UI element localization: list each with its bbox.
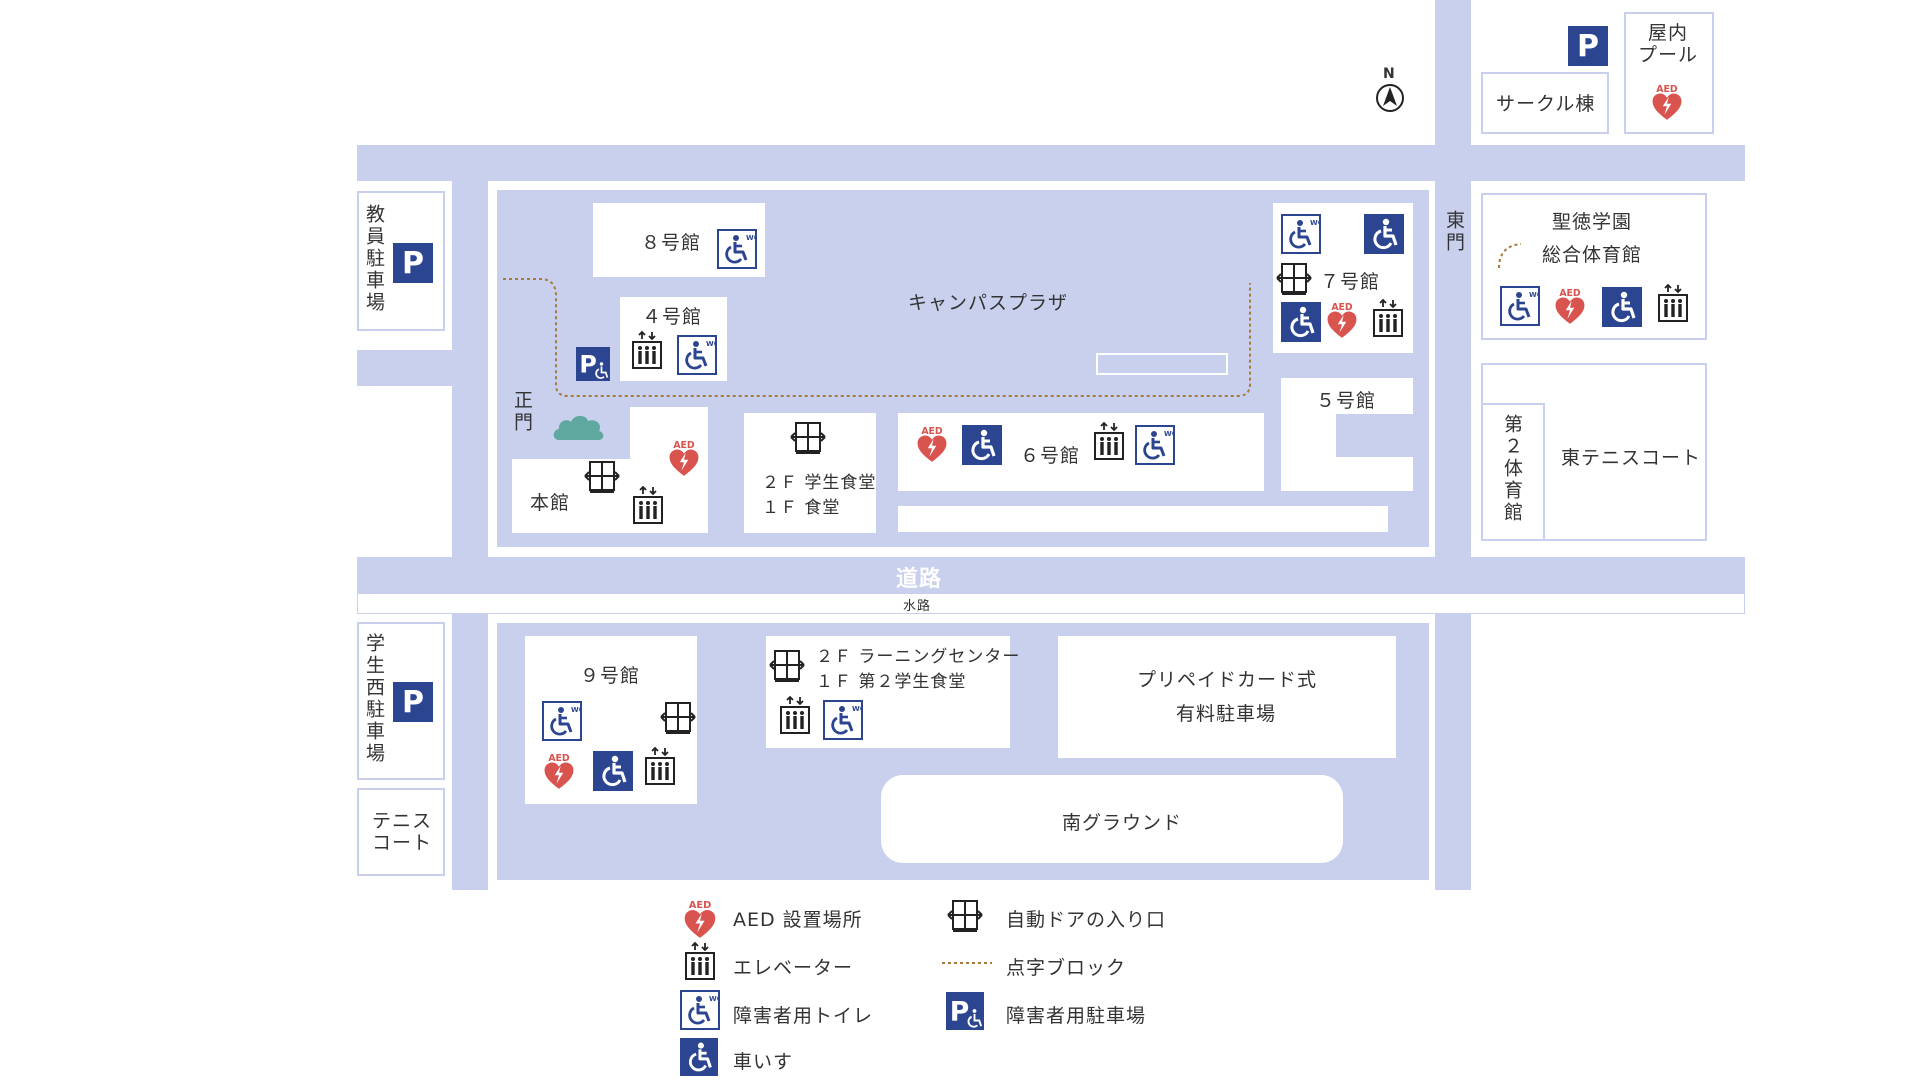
wheelchair-icon <box>962 425 1002 465</box>
accessible-toilet-icon <box>542 701 582 741</box>
waterway <box>357 593 1745 614</box>
building-7-label: ７号館 <box>1320 271 1381 293</box>
wheelchair-icon <box>1364 214 1404 254</box>
auto-door-icon <box>1274 258 1314 298</box>
aed-icon <box>1325 300 1359 340</box>
legend-accessible-toilet-icon <box>680 990 720 1030</box>
legend-accessible-parking-label: 障害者用駐車場 <box>1006 1005 1147 1027</box>
circle-parking-icon: P <box>1568 26 1608 66</box>
elevator-icon <box>627 329 667 369</box>
indoor-pool-label: 屋内 プール <box>1638 22 1699 66</box>
east-tennis-label: 東テニスコート <box>1561 447 1702 469</box>
aed-icon <box>915 424 949 464</box>
seitoku-gym-label-1: 聖徳学園 <box>1552 211 1633 233</box>
elevator-icon <box>628 484 668 524</box>
campus-plaza-label: キャンパスプラザ <box>908 292 1069 314</box>
legend-wheelchair-icon <box>680 1038 718 1076</box>
elevator-icon <box>1089 420 1129 460</box>
east-road <box>1435 0 1471 890</box>
building-6-annex <box>898 506 1388 532</box>
elevator-icon <box>640 745 680 785</box>
accessible-toilet-icon <box>717 229 757 269</box>
legend-accessible-parking-icon <box>946 992 984 1030</box>
accessible-toilet-icon <box>677 335 717 375</box>
main-gate-label: 正門 <box>511 390 533 434</box>
aed-icon <box>667 438 701 478</box>
learning-2f-label: ２Ｆ ラーニングセンター <box>816 647 1021 667</box>
legend-elevator-icon <box>680 940 720 980</box>
south-ground-label: 南グラウンド <box>1062 812 1183 834</box>
plaza-bench <box>1096 353 1228 375</box>
staff-parking-label: 教員駐車場 <box>363 204 385 314</box>
elevator-icon <box>1368 297 1408 337</box>
accessible-toilet-icon <box>1281 214 1321 254</box>
paid-parking-label-2: 有料駐車場 <box>1176 703 1277 725</box>
building-4-label: ４号館 <box>642 306 703 328</box>
auto-door-icon <box>658 697 698 737</box>
accessible-toilet-icon <box>823 700 863 740</box>
north-compass-icon <box>1376 84 1404 112</box>
west-branch-road <box>357 350 452 386</box>
seitoku-gym-label-2: 総合体育館 <box>1542 244 1643 266</box>
tennis-court[interactable] <box>357 788 445 876</box>
paid-parking-label-1: プリペイドカード式 <box>1137 669 1318 691</box>
building-5-label: ５号館 <box>1316 390 1377 412</box>
north-label: N <box>1383 66 1396 82</box>
east-gate-label: 東門 <box>1443 210 1465 254</box>
legend-accessible-toilet-label: 障害者用トイレ <box>733 1005 874 1027</box>
aed-icon <box>1553 286 1587 326</box>
west-parking-label: 学生西駐車場 <box>363 633 385 765</box>
cafeteria-1f-label: １Ｆ 食堂 <box>762 498 841 518</box>
building-honkan-label: 本館 <box>530 492 571 514</box>
wheelchair-icon <box>1602 287 1642 327</box>
road-label: 道路 <box>896 567 943 592</box>
seitoku-braille-mark <box>1498 243 1522 269</box>
legend-aed-icon <box>682 898 718 940</box>
building-9-label: ９号館 <box>580 665 641 687</box>
building-6-label: ６号館 <box>1020 445 1081 467</box>
second-gym[interactable] <box>1481 403 1545 541</box>
building-5-notch <box>1336 414 1413 457</box>
south-ground[interactable] <box>881 775 1343 863</box>
tennis-court-label: テニス コート <box>372 810 433 854</box>
legend-braille-icon <box>942 962 992 964</box>
accessible-toilet-icon <box>1500 286 1540 326</box>
paid-parking[interactable] <box>1058 636 1396 758</box>
cafeteria-2f-label: ２Ｆ 学生食堂 <box>762 473 877 493</box>
auto-door-icon <box>582 456 622 496</box>
legend-braille-label: 点字ブロック <box>1006 957 1127 979</box>
aed-icon <box>542 751 576 791</box>
accessible-parking-icon <box>576 347 610 381</box>
legend-wheelchair-label: 車いす <box>733 1051 794 1073</box>
staff-parking-icon: P <box>393 243 433 283</box>
north-road <box>357 145 1745 181</box>
aed-icon <box>1650 82 1684 122</box>
elevator-icon <box>1653 282 1693 322</box>
auto-door-icon <box>788 417 828 457</box>
legend-aed-label: AED 設置場所 <box>733 909 863 931</box>
legend-auto-door-label: 自動ドアの入り口 <box>1006 909 1167 931</box>
auto-door-icon <box>767 645 807 685</box>
legend-auto-door-icon <box>945 895 985 935</box>
tree-icon <box>553 415 604 441</box>
legend-elevator-label: エレベーター <box>733 957 854 979</box>
circle-building[interactable] <box>1481 72 1609 134</box>
wheelchair-icon <box>593 751 633 791</box>
waterway-label: 水路 <box>903 599 932 614</box>
wheelchair-icon <box>1281 302 1321 342</box>
elevator-icon <box>775 694 815 734</box>
circle-building-label: サークル棟 <box>1496 93 1596 115</box>
west-road <box>452 181 488 890</box>
second-gym-label: 第２体育館 <box>1501 414 1523 524</box>
learning-1f-label: １Ｆ 第２学生食堂 <box>816 672 967 692</box>
building-8-label: ８号館 <box>641 232 702 254</box>
indoor-pool[interactable] <box>1624 12 1714 134</box>
road-main <box>357 557 1745 593</box>
accessible-toilet-icon <box>1135 425 1175 465</box>
west-parking-icon: P <box>393 682 433 722</box>
building-6[interactable] <box>898 413 1264 491</box>
